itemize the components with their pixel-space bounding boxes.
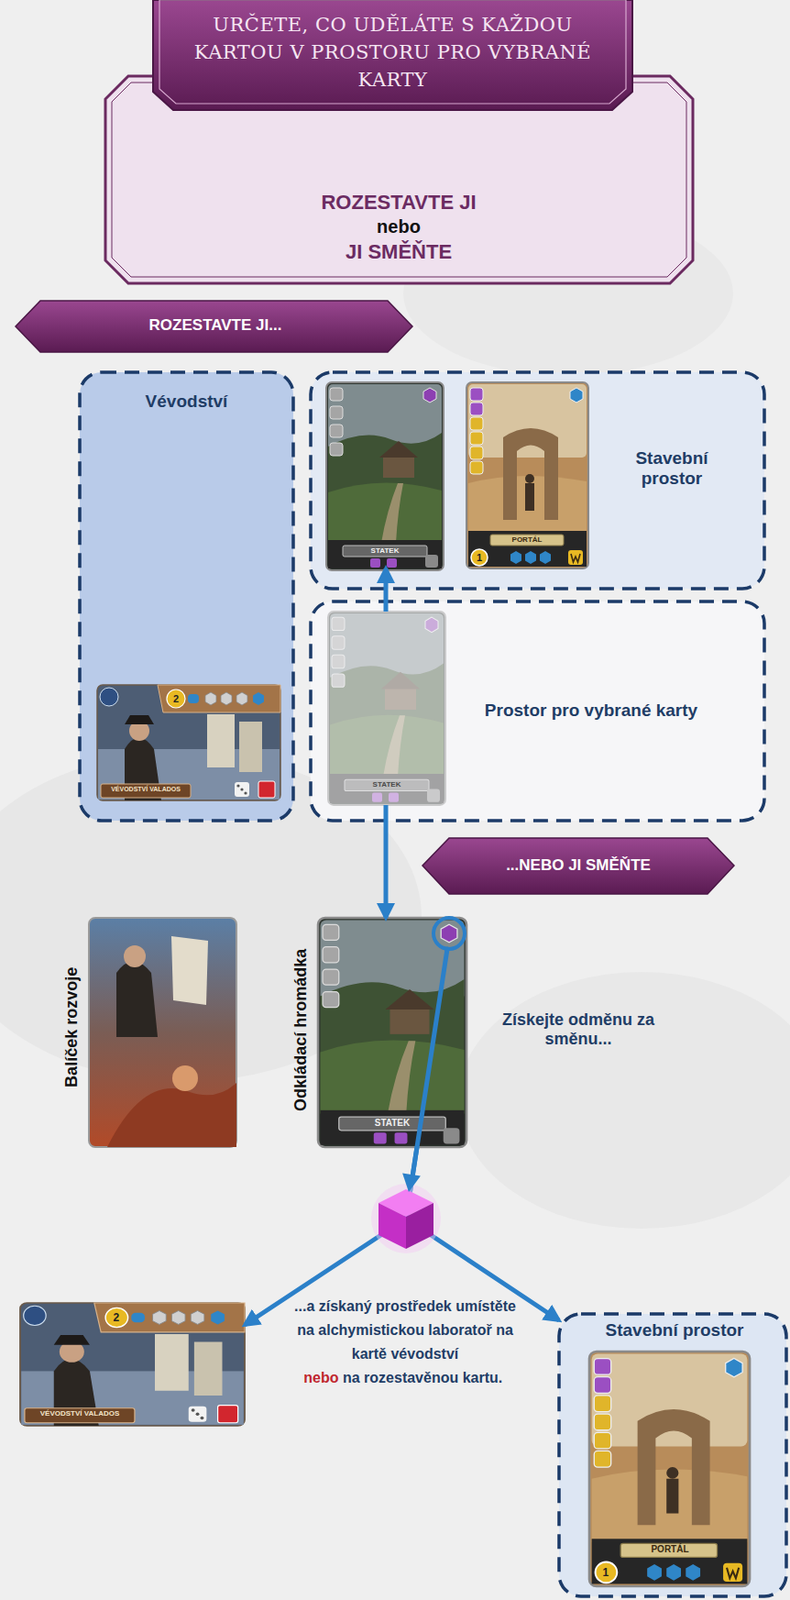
area-label: Stavební prostor: [612, 448, 732, 489]
placement-note: na rozestavěnou kartu.: [342, 1369, 503, 1385]
area-label: Vévodství: [88, 391, 285, 412]
deck-art-part: [123, 944, 146, 967]
backdrop-part: [466, 382, 589, 569]
deck-art-part: [88, 917, 237, 1147]
choice-box: ROZESTAVTE JIneboJI SMĚŇTE: [105, 76, 693, 284]
cost-number: 2: [173, 693, 179, 704]
selection-area: Prostor pro vybrané kartySTATEK: [310, 601, 765, 821]
selected-card: STATEK: [328, 611, 446, 805]
backdrop-part: [20, 1302, 245, 1426]
backdrop-part: [416, 948, 448, 1147]
option-text: JI SMĚŇTE: [261, 240, 537, 264]
building-card: STATEK: [326, 382, 444, 569]
card-name: VÉVODSTVÍ VALADOS: [24, 1408, 135, 1417]
banner-text: ...NEBO JI SMĚŇTE: [444, 855, 713, 875]
build-area: Stavební prostorPORTÁL: [559, 1313, 787, 1596]
deck-art-part: [116, 961, 158, 1038]
cost-number: 2: [113, 1311, 121, 1323]
resource-cube-part: [371, 1183, 441, 1253]
backdrop-part: [159, 0, 626, 104]
resource-cube-part: [405, 1202, 434, 1249]
card-name: STATEK: [339, 1117, 446, 1129]
duchy-card: VÉVODSTVÍ VALADOS: [97, 684, 281, 801]
deck-art-part: [107, 1082, 237, 1147]
backdrop-part: [589, 1350, 750, 1586]
backdrop-part: [97, 684, 281, 801]
resource-cube-part: [378, 1202, 406, 1249]
card-name: STATEK: [342, 546, 428, 555]
backdrop-part: [559, 1313, 787, 1596]
card-name: STATEK: [344, 779, 429, 789]
discard-pile: Odkládací hromádkaSTATEK: [318, 917, 467, 1147]
backdrop-part: [15, 300, 413, 352]
cost-number: 1: [476, 552, 483, 563]
option-text: ROZESTAVTE JI: [261, 190, 537, 214]
step-banner: ...NEBO JI SMĚŇTE: [422, 837, 735, 894]
backdrop-part: [153, 0, 633, 110]
placement-note: ...a získaný prostředek umístěte na alch…: [287, 1294, 523, 1366]
deck-art-part: [172, 1064, 198, 1091]
building-card: PORTÁL: [466, 382, 589, 569]
banner-text: ROZESTAVTE JI...: [36, 316, 395, 335]
title-text: URČETE, CO UDĚLÁTE S KAŽDOU KARTOU V PRO…: [171, 10, 615, 94]
step-banner: ROZESTAVTE JI...: [15, 300, 413, 352]
or-text: nebo: [261, 216, 537, 238]
card-name: PORTÁL: [621, 1543, 719, 1555]
building-card: PORTÁL: [589, 1350, 750, 1586]
pile-label: Odkládací hromádka: [291, 947, 311, 1110]
backdrop-part: [318, 917, 467, 1147]
backdrop-part: [458, 971, 790, 1229]
flow-arrow: [384, 804, 389, 918]
or-word: nebo: [303, 1369, 339, 1385]
duchy-area: VévodstvíVÉVODSTVÍ VALADOS: [79, 372, 294, 821]
resource-cube-part: [402, 1173, 421, 1193]
backdrop-part: [433, 917, 465, 949]
flow-arrow: [384, 568, 389, 612]
cost-number: 1: [603, 1566, 610, 1578]
backdrop-part: [326, 382, 444, 571]
backdrop-part: [422, 837, 735, 894]
pile-label: Balíček rozvoje: [62, 965, 82, 1087]
flow-arrow: [244, 1146, 417, 1325]
area-label: Stavební prostor: [573, 1319, 776, 1340]
backdrop-part: [111, 82, 687, 277]
card-name: VÉVODSTVÍ VALADOS: [100, 785, 191, 793]
development-deck: Balíček rozvoje: [88, 917, 237, 1147]
deck-art-part: [171, 935, 209, 1005]
backdrop-part: [310, 372, 765, 589]
backdrop-part: [310, 601, 765, 821]
backdrop-part: [79, 372, 294, 821]
flow-arrow: [405, 1146, 560, 1320]
note-block: ...a získaný prostředek umístěte na alch…: [287, 1294, 523, 1390]
duchy-card: VÉVODSTVÍ VALADOS: [20, 1302, 245, 1426]
backdrop-part: [328, 611, 446, 805]
card-name: PORTÁL: [490, 535, 564, 544]
build-area: Stavební prostorSTATEK PORTÁL: [310, 372, 765, 589]
deck-art: [88, 917, 237, 1147]
reward-note: Získejte odměnu za směnu...: [500, 1009, 657, 1048]
area-label: Prostor pro vybrané karty: [453, 700, 729, 721]
